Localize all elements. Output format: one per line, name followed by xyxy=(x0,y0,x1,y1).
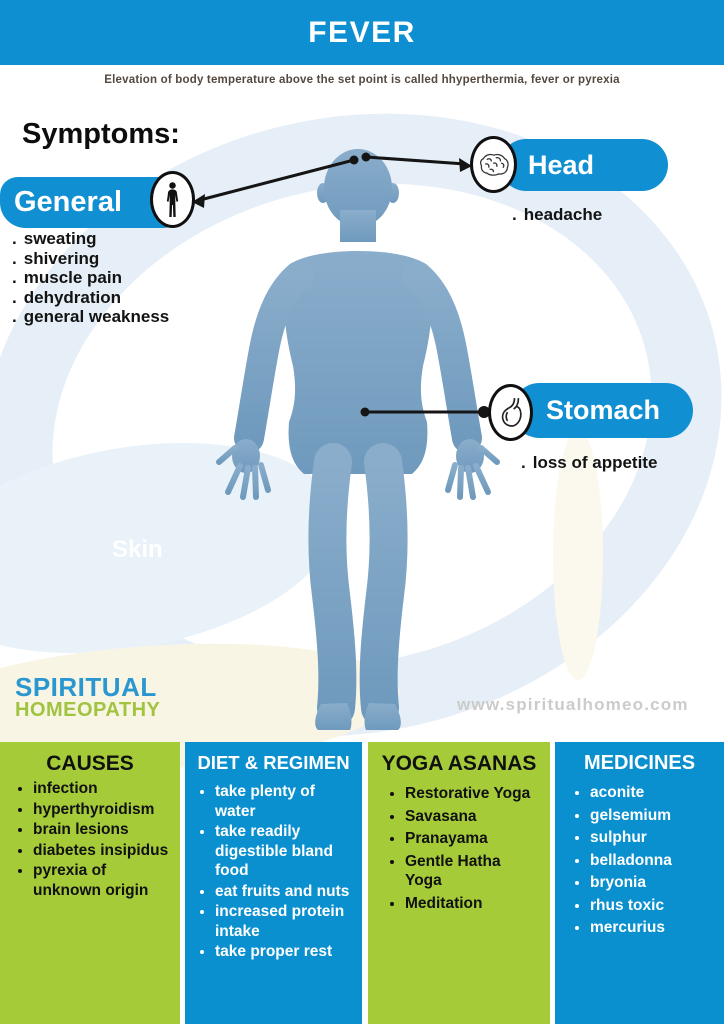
list-item: infection xyxy=(33,779,174,799)
list-item: rhus toxic xyxy=(590,896,718,916)
list-item: . shivering xyxy=(12,249,169,269)
symptom-text: general weakness xyxy=(23,307,170,326)
list-item: diabetes insipidus xyxy=(33,841,174,861)
yoga-asanas-title: YOGA ASANAS xyxy=(381,752,537,775)
stomach-symptoms-list: . loss of appetite xyxy=(521,453,657,473)
list-item: eat fruits and nuts xyxy=(215,882,354,902)
list-item: gelsemium xyxy=(590,806,718,826)
definition-text: Elevation of body temperature above the … xyxy=(104,74,620,86)
medicines-section: MEDICINES aconite gelsemium sulphur bell… xyxy=(555,742,724,1024)
list-item: . sweating xyxy=(12,229,169,249)
symptom-text: shivering xyxy=(23,248,100,268)
page-title: FEVER xyxy=(308,15,416,49)
list-item: Savasana xyxy=(405,807,536,827)
general-symptoms-list: . sweating . shivering . muscle pain . dehyd… xyxy=(12,229,169,327)
list-item: mercurius xyxy=(590,918,718,938)
symptom-text: headache xyxy=(523,205,603,224)
head-symptoms-list: . headache xyxy=(512,205,602,225)
swirl-watermark xyxy=(0,113,722,773)
bullet-dot: . xyxy=(12,248,17,268)
bullet-dot: . xyxy=(12,307,17,326)
list-item: sulphur xyxy=(590,828,718,848)
symptom-text: dehydration xyxy=(23,287,122,307)
symptoms-heading: Symptoms: xyxy=(22,118,180,150)
list-item: belladonna xyxy=(590,851,718,871)
skin-label: Skin xyxy=(112,536,163,563)
list-item: Pranayama xyxy=(405,829,536,849)
stomach-banner: Stomach xyxy=(512,383,693,438)
bullet-dot: . xyxy=(12,229,17,248)
medicines-title: MEDICINES xyxy=(583,752,696,774)
general-label: General xyxy=(14,186,122,218)
bullet-dot: . xyxy=(12,268,17,287)
list-item: hyperthyroidism xyxy=(33,800,174,820)
symptom-text: muscle pain xyxy=(23,268,122,287)
list-item: . headache xyxy=(512,205,602,225)
brain-icon xyxy=(479,153,509,176)
list-item: . muscle pain xyxy=(12,268,169,288)
list-item: aconite xyxy=(590,783,718,803)
stomach-label: Stomach xyxy=(546,395,661,425)
general-circle xyxy=(150,171,195,228)
list-item: increased protein intake xyxy=(215,902,354,941)
symptom-text: loss of appetite xyxy=(532,453,658,472)
list-item: bryonia xyxy=(590,873,718,893)
list-item: take proper rest xyxy=(215,942,354,962)
bullet-dot: . xyxy=(521,453,526,472)
stomach-icon xyxy=(501,397,522,427)
medicines-list: aconite gelsemium sulphur belladonna bry… xyxy=(555,783,724,938)
causes-title: CAUSES xyxy=(46,752,134,775)
brand-name-bottom: HOMEOPATHY xyxy=(15,699,161,721)
list-item: take plenty of water xyxy=(215,782,354,821)
diet-regimen-title: DIET & REGIMEN xyxy=(197,752,350,773)
person-icon xyxy=(166,181,179,217)
causes-section: CAUSES infection hyperthyroidism brain l… xyxy=(0,742,180,1024)
list-item: Meditation xyxy=(405,894,536,914)
diet-regimen-section: DIET & REGIMEN take plenty of water take… xyxy=(185,742,362,1024)
connector-lines xyxy=(192,152,490,418)
stomach-circle xyxy=(488,384,533,441)
list-item: Restorative Yoga xyxy=(405,784,536,804)
brand-name-top: SPIRITUAL xyxy=(15,672,157,702)
website-url: www.spiritualhomeo.com xyxy=(457,695,689,714)
list-item: . general weakness xyxy=(12,307,169,327)
list-item: . dehydration xyxy=(12,288,169,308)
list-item: brain lesions xyxy=(33,820,174,840)
yoga-asanas-list: Restorative Yoga Savasana Pranayama Gent… xyxy=(368,784,550,913)
head-banner: Head xyxy=(500,139,668,191)
list-item: pyrexia of unknown origin xyxy=(33,861,174,900)
head-label: Head xyxy=(528,149,595,180)
bullet-dot: . xyxy=(512,205,517,224)
brand-logo: SPIRITUAL HOMEOPATHY xyxy=(15,674,160,721)
list-item: Gentle Hatha Yoga xyxy=(405,852,536,891)
yoga-asanas-section: YOGA ASANAS Restorative Yoga Savasana Pr… xyxy=(368,742,550,1024)
symptom-text: sweating xyxy=(23,229,97,248)
causes-list: infection hyperthyroidism brain lesions … xyxy=(0,779,180,900)
diet-regimen-list: take plenty of water take readily digest… xyxy=(185,782,362,962)
header-bar: FEVER xyxy=(0,0,724,65)
bullet-dot: . xyxy=(12,287,17,307)
head-circle xyxy=(470,136,517,193)
list-item: . loss of appetite xyxy=(521,453,657,473)
list-item: take readily digestible bland food xyxy=(215,822,354,881)
